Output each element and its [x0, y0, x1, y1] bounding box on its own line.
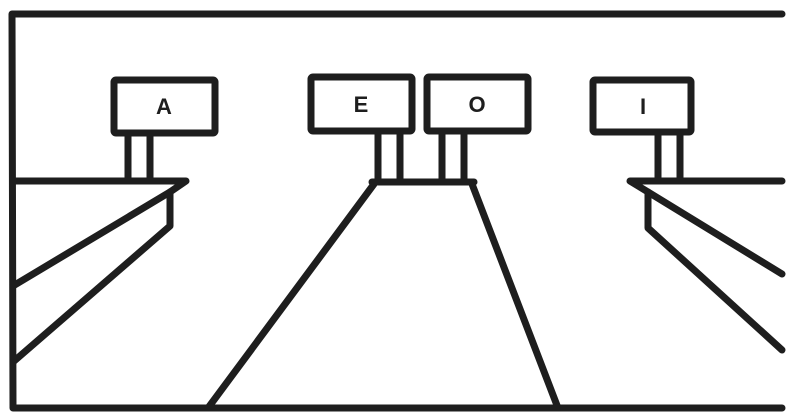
sign-e-post	[378, 134, 400, 182]
sign-o-post	[442, 134, 464, 182]
sign-a-label: A	[156, 94, 172, 119]
sign-i-post	[658, 134, 680, 181]
sign-i[interactable]: I	[593, 80, 691, 181]
left-path[interactable]	[13, 181, 186, 362]
sign-o-label: O	[468, 92, 485, 117]
sign-a[interactable]: A	[114, 80, 215, 181]
right-path[interactable]	[630, 181, 782, 350]
center-path[interactable]	[208, 182, 558, 408]
sign-o[interactable]: O	[427, 77, 528, 182]
scene-frame	[12, 14, 782, 408]
sign-a-post	[128, 134, 150, 181]
sign-e-label: E	[354, 92, 369, 117]
sign-e[interactable]: E	[311, 77, 412, 182]
sign-i-label: I	[640, 94, 646, 119]
